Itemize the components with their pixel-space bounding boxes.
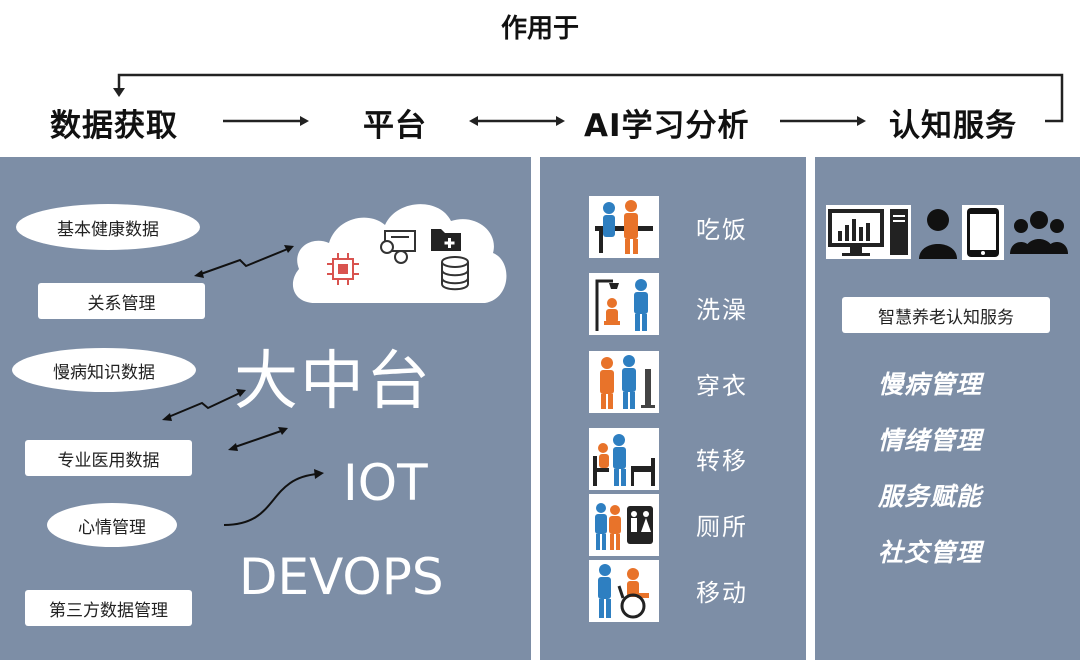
- flow-arrow-2: [469, 116, 565, 126]
- flow-step-ai-analysis: AI学习分析: [584, 108, 750, 144]
- service-social: 社交管理: [878, 538, 983, 567]
- oval-mood-management: 心情管理: [47, 503, 177, 547]
- flow-arrow-3: [780, 116, 866, 126]
- iot-label: IOT: [343, 454, 428, 512]
- box-third-party-data: 第三方数据管理: [25, 590, 192, 626]
- devops-label: DEVOPS: [239, 548, 444, 606]
- computer-icon: [826, 205, 911, 259]
- care-label-mobility: 移动: [696, 579, 748, 607]
- eating-assist-icon: [589, 196, 659, 258]
- folder-add-icon: [431, 229, 461, 251]
- platform-label: 大中台: [234, 345, 432, 419]
- service-emotion: 情绪管理: [878, 426, 983, 455]
- care-label-dressing: 穿衣: [696, 372, 748, 400]
- flow-step-data-acquisition: 数据获取: [50, 108, 178, 144]
- box-medical-data: 专业医用数据: [25, 440, 192, 476]
- diagram-title: 作用于: [500, 14, 579, 44]
- care-label-toilet: 厕所: [696, 513, 748, 541]
- care-label-bathing: 洗澡: [696, 296, 748, 324]
- service-empowerment: 服务赋能: [878, 482, 983, 511]
- smart-elderly-care-service-box: 智慧养老认知服务: [842, 297, 1050, 333]
- database-icon: [441, 256, 469, 291]
- bathing-assist-icon: [589, 273, 659, 335]
- transfer-assist-icon: [589, 428, 659, 490]
- box-relationship-management: 关系管理: [38, 283, 205, 319]
- feedback-loop-arrow: [113, 73, 1064, 126]
- wheelchair-assist-icon: [589, 560, 659, 622]
- left-connectors: [162, 245, 324, 526]
- middle-panel: [540, 157, 806, 660]
- service-chronic-disease: 慢病管理: [878, 370, 983, 399]
- oval-basic-health-data: 基本健康数据: [16, 204, 200, 250]
- toilet-assist-icon: [589, 494, 659, 556]
- cloud-icon: [292, 204, 507, 303]
- person-icon: [919, 209, 957, 259]
- settings-icon: [380, 230, 416, 264]
- dressing-assist-icon: [589, 351, 659, 413]
- oval-chronic-disease-data: 慢病知识数据: [12, 348, 196, 392]
- chip-icon: [327, 253, 359, 285]
- flow-step-platform: 平台: [363, 108, 427, 144]
- flow-step-cognitive-service: 认知服务: [889, 108, 1017, 144]
- flow-arrow-1: [223, 116, 309, 126]
- care-label-eating: 吃饭: [696, 216, 748, 244]
- group-icon: [1010, 211, 1068, 254]
- tablet-icon: [962, 205, 1004, 260]
- care-label-transfer: 转移: [696, 447, 748, 475]
